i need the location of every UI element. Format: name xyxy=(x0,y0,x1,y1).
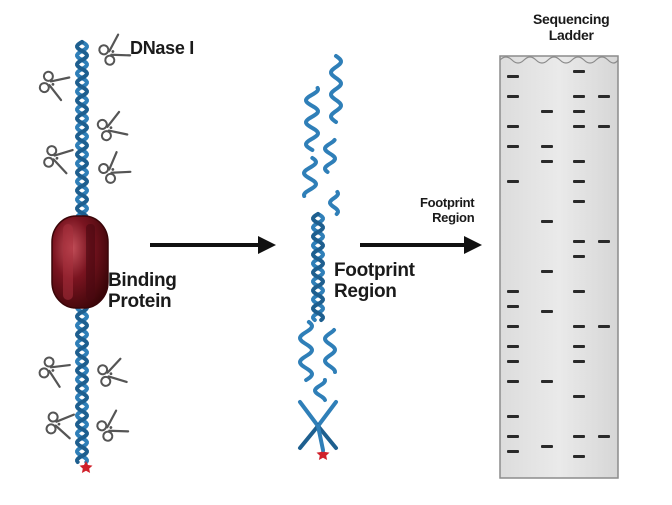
gel-band xyxy=(541,110,553,113)
gel-band xyxy=(573,395,585,398)
gel-band xyxy=(573,255,585,258)
dna-fragment-strand xyxy=(297,320,315,382)
end-label-star-icon xyxy=(316,448,330,460)
gel-band xyxy=(598,240,610,243)
gel-band xyxy=(507,145,519,148)
arrow-right-icon xyxy=(150,236,276,254)
dna-fragment-strand xyxy=(323,138,337,174)
end-label-star-icon xyxy=(79,461,93,473)
sequencing-ladder-label-line1: Sequencing xyxy=(533,11,610,27)
sequencing-ladder-label: Sequencing Ladder xyxy=(533,11,610,43)
dnase-cut-sites xyxy=(38,33,132,442)
gel-band xyxy=(541,310,553,313)
gel-band xyxy=(573,360,585,363)
gel-footprint-label-line1: Footprint xyxy=(420,195,475,210)
gel-band xyxy=(507,380,519,383)
dna-fragments xyxy=(297,54,343,452)
gel-band xyxy=(573,290,585,293)
binding-protein-label-line1: Binding xyxy=(108,270,177,291)
gel-band xyxy=(598,95,610,98)
gel-band xyxy=(598,125,610,128)
gel-band xyxy=(541,220,553,223)
gel-band xyxy=(573,325,585,328)
gel-band xyxy=(573,160,585,163)
dna-fragment-strand xyxy=(328,190,340,216)
gel-band xyxy=(541,380,553,383)
scissors-icon xyxy=(96,110,129,142)
scissors-icon xyxy=(98,151,132,184)
gel-band xyxy=(507,305,519,308)
gel-band xyxy=(573,125,585,128)
dna-fragment-strand xyxy=(313,378,327,402)
footprint-region-label-line2: Region xyxy=(334,281,397,303)
gel-band xyxy=(507,95,519,98)
gel-footprint-label-line2: Region xyxy=(432,209,475,225)
dna-fragment-strand xyxy=(298,400,338,430)
sequencing-ladder-label-line2: Ladder xyxy=(548,26,594,43)
gel-band xyxy=(573,200,585,203)
sequencing-gel xyxy=(499,55,619,479)
arrow-right-icon xyxy=(360,236,482,254)
gel-band xyxy=(541,445,553,448)
gel-bands xyxy=(507,70,610,458)
gel-band xyxy=(573,110,585,113)
gel-band xyxy=(507,450,519,453)
gel-band xyxy=(507,435,519,438)
scissors-icon xyxy=(43,145,74,175)
gel-band xyxy=(598,435,610,438)
gel-band xyxy=(541,270,553,273)
scissors-icon xyxy=(38,70,71,102)
dna-strand xyxy=(311,212,325,322)
dna-fragment-strand xyxy=(301,156,319,198)
footprint-region-label-line1: Footprint xyxy=(334,260,415,281)
binding-protein-shape xyxy=(51,215,109,309)
scissors-icon xyxy=(96,409,130,442)
gel-band xyxy=(507,290,519,293)
gel-band xyxy=(598,325,610,328)
gel-band xyxy=(573,180,585,183)
binding-protein-label-line2: Protein xyxy=(108,291,172,313)
enzyme-label: DNase I xyxy=(130,38,194,58)
gel-band xyxy=(507,415,519,418)
gel-band xyxy=(573,240,585,243)
scissors-icon xyxy=(97,357,128,387)
gel-band xyxy=(573,455,585,458)
gel-band xyxy=(507,180,519,183)
dna-fragment-strand xyxy=(303,86,321,152)
gel-band xyxy=(507,345,519,348)
gel-band xyxy=(507,360,519,363)
gel-band xyxy=(573,70,585,73)
gel-band xyxy=(573,345,585,348)
scissors-icon xyxy=(98,33,132,66)
gel-band xyxy=(507,75,519,78)
binding-protein-label: Binding Protein xyxy=(108,270,177,313)
gel-footprint-region-label: Footprint Region xyxy=(420,195,475,225)
gel-band xyxy=(507,125,519,128)
gel-band xyxy=(507,325,519,328)
scissors-icon xyxy=(45,411,75,440)
gel-band xyxy=(541,160,553,163)
gel-band xyxy=(573,435,585,438)
gel-band xyxy=(541,145,553,148)
dna-fragment-strand xyxy=(329,54,343,124)
dna-fragment-strand xyxy=(322,328,338,374)
scissors-icon xyxy=(38,356,71,388)
footprint-region-label: Footprint Region xyxy=(334,260,415,303)
gel-band xyxy=(573,95,585,98)
dna-fragment-strand xyxy=(316,424,325,452)
